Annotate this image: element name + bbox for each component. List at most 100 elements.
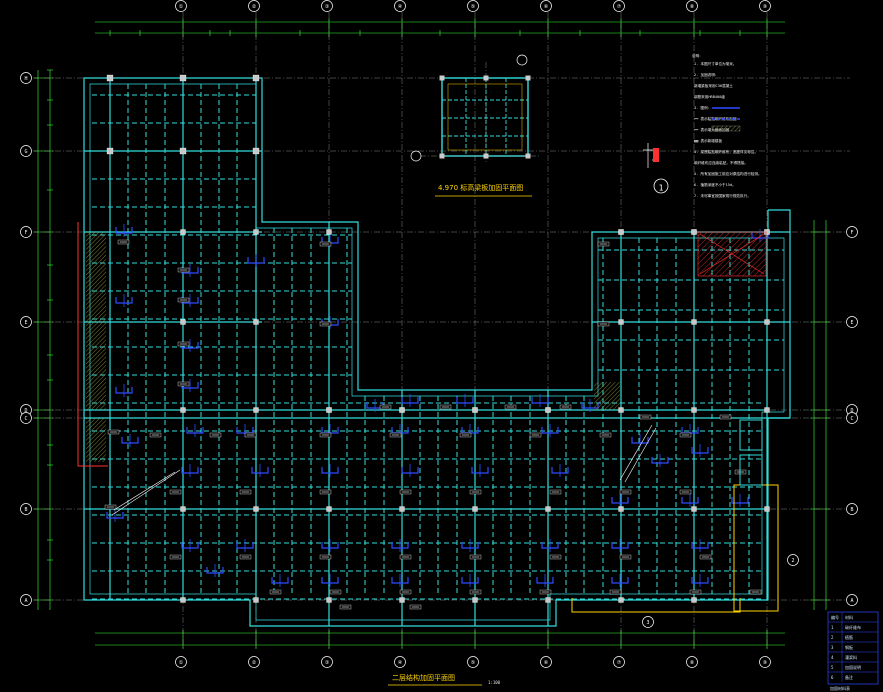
axis-bubble-top-circle [686, 0, 698, 12]
column [179, 74, 187, 82]
axis-bubble-left: B [20, 503, 32, 515]
axis-bubble-bottom-circle [248, 656, 260, 668]
building-outline-inner [89, 83, 785, 621]
hatched-wall-left [86, 232, 106, 410]
axis-bubble-top-circle [321, 0, 333, 12]
note-line: 钢筋采用HRB400级 [694, 94, 725, 99]
axis-bubble-top: ⑧ [686, 0, 698, 12]
axis-bubble-bottom: ⑧ [686, 656, 698, 668]
column [180, 319, 186, 325]
axis-bubble-right: E [846, 316, 858, 328]
table-cell-id: 1 [831, 625, 834, 630]
axis-bubble-right: C [846, 412, 858, 424]
column [180, 597, 186, 603]
axis-bubble-top-label: ② [252, 4, 257, 10]
column [326, 407, 332, 413]
scale-note: 1:100 [488, 680, 501, 685]
axis-bubble-bottom: ⑨ [759, 656, 771, 668]
axis-bubble-left: E [20, 316, 32, 328]
inset-bubble [410, 150, 422, 162]
note-line: 1. 本图尺寸单位为毫米。 [694, 61, 736, 66]
yellow-region-bottom [571, 598, 741, 613]
axis-bubble-left-label: G [24, 149, 27, 155]
axis-bubble-top-circle [175, 0, 187, 12]
column [545, 597, 551, 603]
columns [106, 74, 770, 603]
diagonal-stair-line [619, 424, 657, 483]
axis-bubble-left: C [20, 412, 32, 424]
table-cell-id: 5 [831, 665, 834, 670]
axis-bubble-top-circle [613, 0, 625, 12]
column [399, 506, 405, 512]
axis-bubble-top: ④ [394, 0, 406, 12]
axis-bubble-bottom-label: ⑨ [763, 660, 768, 666]
column [180, 407, 186, 413]
detail-callout-label: 2 [791, 558, 794, 564]
axis-bubble-left-circle [20, 226, 32, 238]
axis-bubble-right-label: C [850, 416, 853, 422]
table-cell-id: 4 [831, 655, 834, 660]
table-cell-material: 加固说明 [845, 664, 861, 670]
axis-bubble-bottom-label: ⑤ [471, 660, 476, 666]
axis-bubble-bottom: ③ [321, 656, 333, 668]
axis-bubble-top-label: ⑧ [690, 4, 695, 10]
column [326, 229, 332, 235]
axis-bubble-top-circle [759, 0, 771, 12]
column [253, 597, 259, 603]
axis-bubble-bottom-label: ③ [325, 660, 330, 666]
column [764, 319, 770, 325]
axis-bubble-right: F [846, 226, 858, 238]
column [106, 74, 114, 82]
detail-callout: 3 [642, 616, 654, 628]
secondary-beams [92, 84, 784, 600]
section-detail-1: 1 [643, 143, 669, 194]
axis-bubble-right-label: A [850, 598, 853, 604]
notes-heading: 说明： [692, 53, 703, 58]
column [472, 407, 478, 413]
axis-bubble-left-label: E [24, 320, 27, 326]
column [106, 147, 114, 155]
axis-bubble-top: ⑥ [540, 0, 552, 12]
note-line: 5. 所有加固施工前应对原结构进行检测。 [694, 171, 762, 176]
axis-bubble-left: G [20, 145, 32, 157]
column [691, 319, 697, 325]
axis-bubble-bottom-circle [321, 656, 333, 668]
main-title: 二层结构加固平面图 [392, 673, 455, 682]
detail-inset [410, 54, 540, 162]
axis-bubble-bottom: ② [248, 656, 260, 668]
table-cell-material: 灌浆料 [845, 654, 857, 660]
table-cell-id: 3 [831, 645, 834, 650]
note-line: 2. 加固说明： [694, 72, 718, 77]
axis-bubble-left-circle [20, 72, 32, 84]
axis-bubble-bottom: ① [175, 656, 187, 668]
axis-bubble-right: A [846, 594, 858, 606]
axis-bubble-left-circle [20, 412, 32, 424]
column [691, 229, 697, 235]
axis-bubble-bottom-circle [175, 656, 187, 668]
axis-bubble-bottom: ⑦ [613, 656, 625, 668]
inset-bubble [516, 54, 528, 66]
axis-bubble-top: ② [248, 0, 260, 12]
axis-bubble-bottom-circle [613, 656, 625, 668]
axis-bubble-bottom-label: ⑥ [544, 660, 549, 666]
axis-bubble-top-label: ⑦ [617, 4, 622, 10]
axis-bubble-bottom-label: ⑧ [690, 660, 695, 666]
axis-bubble-bottom-label: ④ [398, 660, 403, 666]
axis-bubble-top-label: ⑨ [763, 4, 768, 10]
axis-bubble-left-circle [20, 503, 32, 515]
column [691, 407, 697, 413]
axis-bubble-bottom: ⑤ [467, 656, 479, 668]
detail-callout-circle [787, 554, 799, 566]
axis-bubble-bottom-label: ② [252, 660, 257, 666]
inset-inner [447, 83, 523, 151]
axis-bubble-bottom-circle [686, 656, 698, 668]
axis-bubble-left-label: F [24, 230, 27, 236]
axis-bubble-top-circle [540, 0, 552, 12]
axis-bubble-left: D [20, 404, 32, 416]
axis-bubble-right-circle [846, 594, 858, 606]
axis-bubble-bottom-circle [540, 656, 552, 668]
axis-bubble-left-circle [20, 145, 32, 157]
table-cell-material: 备注 [845, 674, 853, 680]
